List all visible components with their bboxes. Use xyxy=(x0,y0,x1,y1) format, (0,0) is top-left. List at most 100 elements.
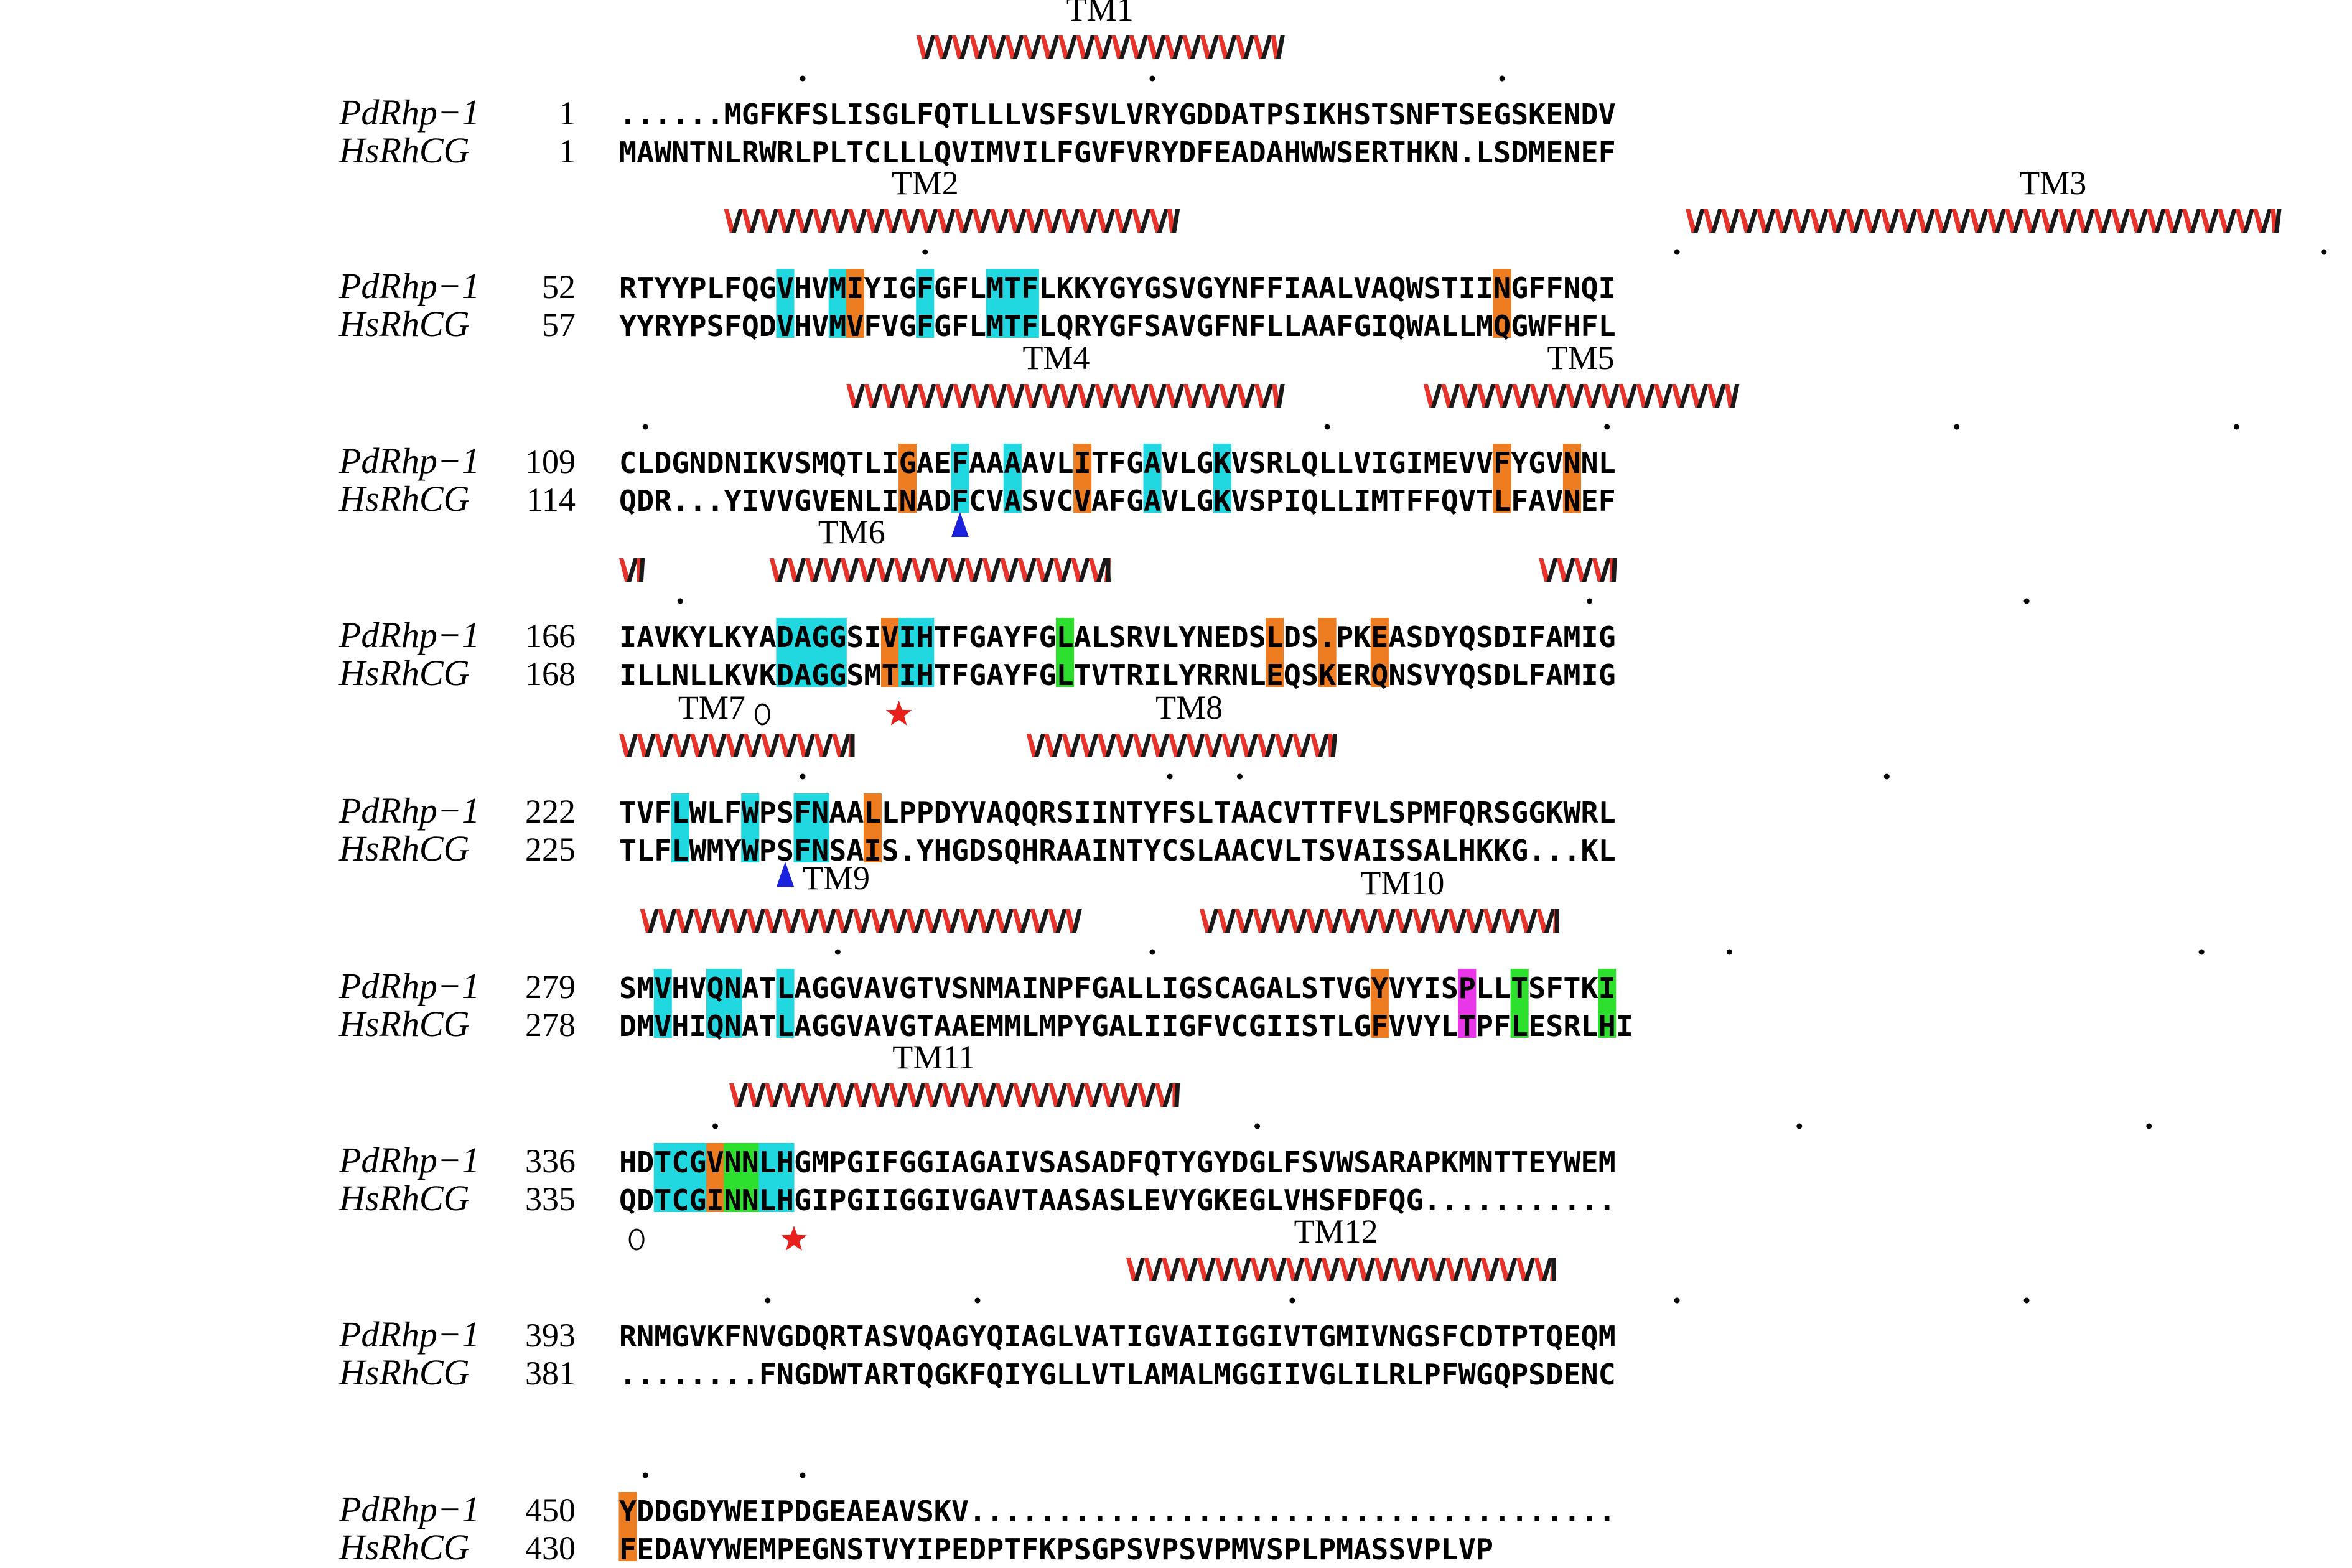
conserved-residue-highlight xyxy=(1318,618,1337,687)
conserved-residue-highlight xyxy=(811,618,829,687)
helix-ribbon-front xyxy=(1093,35,1105,59)
tm-helix xyxy=(724,209,1180,233)
helix-ribbon-back xyxy=(1276,35,1285,59)
helix-ribbon-front xyxy=(1412,909,1424,933)
ruler-dot xyxy=(642,424,648,430)
helix-ribbon-back xyxy=(954,558,966,582)
helix-ribbon-back xyxy=(1101,35,1113,59)
start-position-hs: 335 xyxy=(525,1180,576,1218)
helix-ribbon-back xyxy=(795,558,806,582)
helix-ribbon-front xyxy=(988,384,1000,408)
helix-ribbon-front xyxy=(814,734,826,757)
helix-ribbon-front xyxy=(619,558,631,582)
helix-ribbon-front xyxy=(987,35,999,59)
helix-ribbon-front xyxy=(1059,384,1071,408)
start-position-hs: 114 xyxy=(526,481,576,518)
conserved-residue-highlight xyxy=(1598,969,1617,1038)
helix-ribbon-front xyxy=(1721,209,1733,233)
sequence-hs: TLFLWMYWPSFNSAIS.YHGDSQHRAAINTYCSLAACVLT… xyxy=(619,834,1616,867)
conserved-residue-highlight xyxy=(706,969,725,1038)
helix-ribbon-front xyxy=(1130,384,1142,408)
helix-ribbon-back xyxy=(1435,1258,1447,1281)
alignment-block: PdRhp−1HsRhCG450430YDDGDYWEIPDGEAEAVSKV.… xyxy=(338,1472,1616,1567)
helix-ribbon-back xyxy=(1244,384,1256,408)
helix-ribbon-front xyxy=(724,209,735,233)
helix-ribbon-front xyxy=(1096,209,1108,233)
helix-ribbon-back xyxy=(1941,209,1953,233)
tm-label: TM10 xyxy=(1360,864,1444,902)
helix-ribbon-front xyxy=(796,734,808,757)
helix-ribbon-back xyxy=(1330,734,1338,757)
conserved-residue-highlight xyxy=(793,618,812,687)
helix-ribbon-front xyxy=(2235,209,2247,233)
helix-ribbon-front xyxy=(1218,384,1230,408)
helix-ribbon-back xyxy=(1104,209,1116,233)
helix-ribbon-back xyxy=(825,909,837,933)
helix-ribbon-front xyxy=(800,909,811,933)
helix-ribbon-front xyxy=(972,209,984,233)
helix-ribbon-back xyxy=(754,909,766,933)
tm-label: TM9 xyxy=(803,859,870,897)
helix-ribbon-front xyxy=(1253,35,1265,59)
helix-ribbon-back xyxy=(1049,384,1061,408)
helix-ribbon-front xyxy=(813,209,824,233)
helix-ribbon-front xyxy=(1179,1258,1191,1281)
helix-ribbon-back xyxy=(1466,384,1478,408)
helix-ribbon-front xyxy=(964,558,976,582)
helix-ribbon-front xyxy=(866,209,877,233)
helix-ribbon-back xyxy=(960,384,972,408)
helix-ribbon-back xyxy=(2242,209,2255,233)
conserved-residue-highlight xyxy=(1562,444,1581,513)
helix-ribbon-back xyxy=(950,1083,961,1107)
helix-ribbon-back xyxy=(2225,209,2237,233)
helix-ribbon-front xyxy=(747,1083,758,1107)
tm-helix xyxy=(640,909,1082,933)
helix-ribbon-back xyxy=(737,1083,749,1107)
helix-ribbon-back xyxy=(1030,35,1042,59)
conserved-residue-highlight xyxy=(706,1143,725,1212)
helix-ribbon-front xyxy=(2005,209,2017,233)
helix-ribbon-back xyxy=(1470,1258,1482,1281)
helix-ribbon-front xyxy=(1076,384,1088,408)
conserved-residue-highlight xyxy=(916,618,935,687)
tm-helix xyxy=(916,35,1285,59)
helix-ribbon-back xyxy=(1608,384,1620,408)
tm-label: TM1 xyxy=(1066,0,1134,28)
helix-ribbon-front xyxy=(1144,1258,1155,1281)
helix-ribbon-back xyxy=(977,35,989,59)
conserved-residue-highlight xyxy=(828,269,847,338)
sequence-name-pd: PdRhp−1 xyxy=(338,92,480,133)
ruler-dot xyxy=(1883,773,1890,780)
circle-marker-icon xyxy=(754,703,770,726)
sequence-name-hs: HsRhCG xyxy=(338,828,469,869)
helix-ribbon-front xyxy=(1863,209,1875,233)
helix-ribbon-back xyxy=(1366,909,1378,933)
helix-ribbon-front xyxy=(990,209,1002,233)
helix-ribbon-front xyxy=(795,209,806,233)
helix-ribbon-back xyxy=(1120,384,1132,408)
helix-ribbon-front xyxy=(1115,734,1127,757)
helix-ribbon-front xyxy=(2111,209,2123,233)
helix-ribbon-front xyxy=(1592,558,1603,582)
helix-ribbon-back xyxy=(1473,909,1485,933)
helix-ribbon-front xyxy=(1463,1258,1475,1281)
helix-ribbon-front xyxy=(746,909,758,933)
helix-ribbon-front xyxy=(977,909,989,933)
ruler-dot xyxy=(1254,1123,1261,1129)
helix-ribbon-back xyxy=(1043,558,1055,582)
helix-ribbon-back xyxy=(2048,209,2060,233)
helix-ribbon-back xyxy=(995,35,1007,59)
conserved-residue-highlight xyxy=(1370,969,1389,1038)
conserved-residue-highlight xyxy=(811,793,829,862)
start-position-hs: 278 xyxy=(525,1006,576,1043)
helix-ribbon-front xyxy=(864,384,875,408)
helix-ribbon-back xyxy=(997,209,1009,233)
helix-ribbon-back xyxy=(1491,909,1503,933)
helix-ribbon-front xyxy=(982,558,994,582)
helix-ribbon-back xyxy=(1173,384,1185,408)
star-marker-icon xyxy=(781,1226,807,1251)
helix-ribbon-front xyxy=(1512,384,1524,408)
helix-ribbon-back xyxy=(1977,209,1989,233)
